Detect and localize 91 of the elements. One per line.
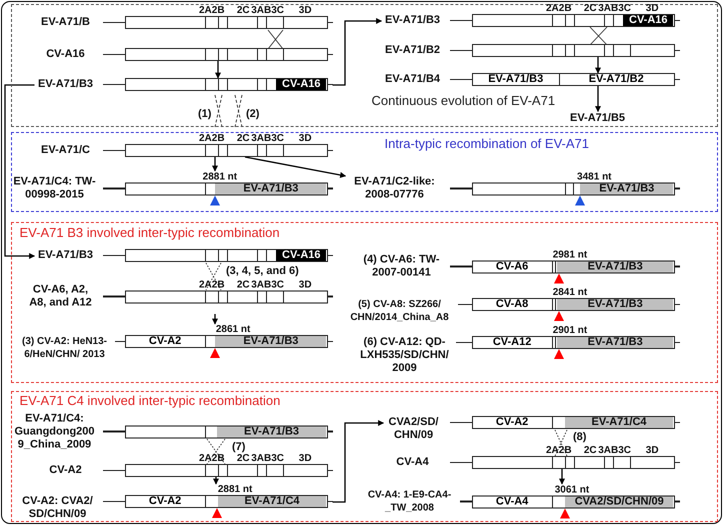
strain-label: CV-A2: CVA2/ SD/CHN/09 xyxy=(21,494,94,521)
strain-label: (5) CV-A8: SZ266/ CHN/2014_China_A8 xyxy=(349,298,450,324)
strain-label: (3) CV-A2: HeN13- 6/HeN/CHN/ 2013 xyxy=(20,335,108,361)
strain-label: (4) CV-A6: TW- 2007-00141 xyxy=(362,254,441,280)
arrow xyxy=(4,84,36,259)
strain-label: CV-A6, A2, A8, and A12 xyxy=(28,284,93,310)
strain-label: EV-A71/C2-like: 2008-07776 xyxy=(353,176,436,202)
arrow xyxy=(595,86,601,112)
breakpoint-position-label: 2841 nt xyxy=(552,287,588,298)
strain-label: EV-A71/C xyxy=(40,143,91,157)
recombination-number: (1) xyxy=(198,108,212,121)
gene-label: 2A2B xyxy=(199,133,225,144)
genome-segment: EV-A71/B3 xyxy=(215,336,326,347)
panel-title: EV-A71 C4 involved inter-typic recombination xyxy=(20,392,280,408)
gene-label: 3D xyxy=(298,279,312,290)
strain-label: CV-A4 xyxy=(395,455,430,469)
recombination-number: (7) xyxy=(232,441,246,454)
gene-label: 3AB3C xyxy=(598,3,631,14)
gene-label: 2C xyxy=(236,5,250,16)
genome-segment: EV-A71/C4 xyxy=(564,417,674,428)
gene-label: 3D xyxy=(298,133,312,144)
breakpoint-position-label: 3481 nt xyxy=(577,171,612,182)
strain-label: EV-A71/B3 xyxy=(384,13,442,27)
gene-label: 3AB3C xyxy=(251,5,284,16)
dashed-panel xyxy=(11,391,718,522)
arrow xyxy=(244,156,346,178)
gene-label: 3AB3C xyxy=(251,133,284,144)
gene-label: 3AB3C xyxy=(251,453,284,464)
dashed-panel xyxy=(11,222,718,383)
gene-label: 2A2B xyxy=(546,445,572,456)
breakpoint-position-label: 2881 nt xyxy=(202,171,238,182)
gene-label: 2C xyxy=(236,279,250,290)
gene-label: 3D xyxy=(298,5,312,16)
genome-segment: CV-A16 xyxy=(276,250,326,261)
panel-title: Intra-typic recombination of EV-A71 xyxy=(384,136,589,150)
gene-label: 2C xyxy=(584,3,597,14)
recombination-number: (8) xyxy=(573,431,586,444)
recombination-number: (2) xyxy=(246,108,260,121)
strain-label: CV-A2 xyxy=(48,463,83,477)
arrow xyxy=(332,18,382,86)
strain-label: EV-A71/B5 xyxy=(570,112,626,124)
gene-label: 2C xyxy=(236,453,250,464)
arrow xyxy=(332,420,384,503)
breakpoint-position-label: 2901 nt xyxy=(552,325,588,336)
strain-label: CV-A4: 1-E9-CA4- _TW_2008 xyxy=(366,488,452,514)
genome-segment: EV-A71/B3 xyxy=(215,183,326,194)
genome-segment: EV-A71/B3 xyxy=(556,299,674,310)
breakpoint-position-label: 2981 nt xyxy=(552,249,588,260)
gene-label: 2C xyxy=(236,133,250,144)
genome-segment: EV-A71/B3 xyxy=(556,337,674,348)
strain-label: EV-A71/B2 xyxy=(384,44,442,57)
arrow xyxy=(212,157,218,172)
gene-label: 3AB3C xyxy=(251,279,284,290)
dashed-panel xyxy=(11,4,718,127)
breakpoint-position-label: 3061 nt xyxy=(554,484,590,495)
gene-label: 2A2B xyxy=(199,5,225,16)
strain-label: EV-A71/B3 xyxy=(36,249,94,262)
strain-label: EV-A71/B4 xyxy=(384,73,442,86)
genome-segment: CVA2/SD/CHN/09 xyxy=(564,496,674,507)
gene-label: 2A2B xyxy=(199,453,225,464)
genome-segment: CV-A16 xyxy=(623,15,674,26)
genome-segment: EV-A71/C4 xyxy=(218,496,326,507)
gene-label: 3D xyxy=(298,453,312,464)
arrow xyxy=(212,314,218,325)
strain-label: EV-A71/B3 xyxy=(36,78,94,91)
genome-segment: CV-A16 xyxy=(276,79,326,90)
gene-label: 3D xyxy=(646,445,659,456)
strain-label: (6) CV-A12: QD- LXH535/SD/CHN/ 2009 xyxy=(360,335,450,375)
strain-label: EV-A71/C4: TW-00998-2015 xyxy=(12,176,96,202)
panel-title: EV-A71 B3 involved inter-typic recombination xyxy=(20,224,280,240)
breakpoint-position-label: 2881 nt xyxy=(218,484,252,495)
dashed-panel xyxy=(11,132,718,212)
strain-label: CVA2/SD/ CHN/09 xyxy=(388,416,440,442)
arrow xyxy=(213,477,219,485)
genome-segment: EV-A71/B3 xyxy=(580,183,674,194)
recombination-number: (3, 4, 5, and 6) xyxy=(226,265,299,278)
gene-label: 3D xyxy=(646,3,659,14)
gene-label: 2C xyxy=(584,445,597,456)
arrow xyxy=(559,469,565,485)
breakpoint-position-label: 2861 nt xyxy=(216,324,250,335)
genome-segment: EV-A71/B3 xyxy=(556,261,674,272)
panel-title: Continuous evolution of EV-A71 xyxy=(372,92,556,108)
strain-label: EV-A71/B xyxy=(40,15,91,29)
gene-label: 2A2B xyxy=(199,279,225,290)
strain-label: CV-A16 xyxy=(45,48,86,61)
strain-label: EV-A71/C4: Guangdong200 9_China_2009 xyxy=(13,412,96,451)
arrow xyxy=(595,57,601,74)
genome-segment: EV-A71/B3 xyxy=(216,426,326,437)
gene-label: 3AB3C xyxy=(598,445,631,456)
gene-label: 2A2B xyxy=(546,3,572,14)
arrow xyxy=(215,61,221,79)
